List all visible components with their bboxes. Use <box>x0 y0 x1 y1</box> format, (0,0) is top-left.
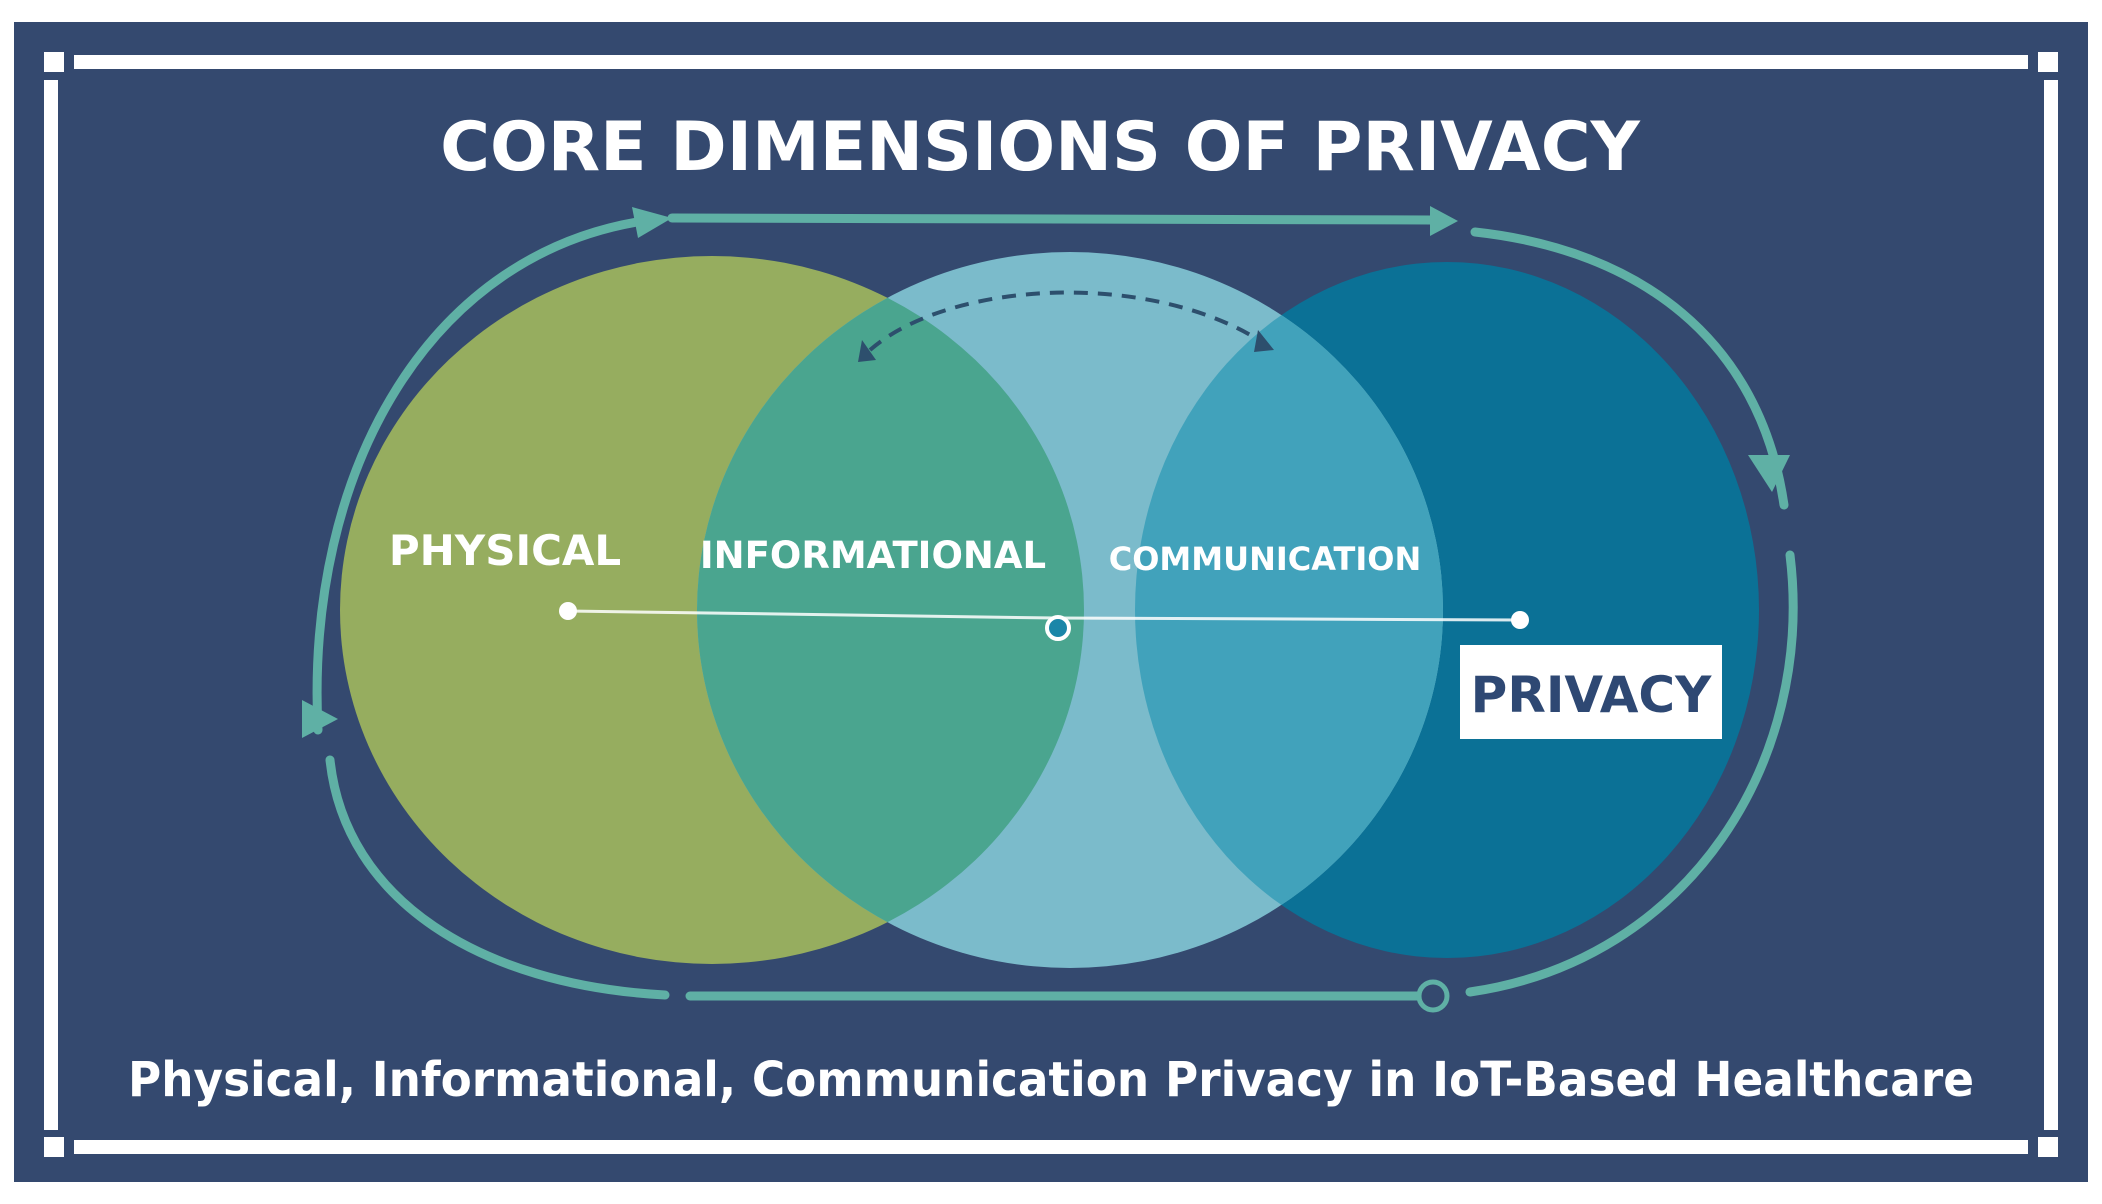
connector-start-dot <box>559 602 577 620</box>
decorative-frame <box>44 52 2058 1157</box>
diagram-caption: Physical, Informational, Communication P… <box>128 1052 1974 1108</box>
physical-informational-overlap <box>697 256 1084 964</box>
top-left-arc <box>312 215 655 735</box>
arrowhead-icon <box>632 207 672 238</box>
dashed-arrowhead-icon <box>858 340 876 362</box>
arrowhead-icon <box>1748 455 1790 492</box>
arrowhead-icon <box>302 700 338 738</box>
arrowhead-icon <box>1430 206 1458 236</box>
dashed-arc <box>868 290 1264 352</box>
informational-communication-overlap <box>1135 262 1443 958</box>
communication-label: COMMUNICATION <box>1109 540 1422 578</box>
bottom-left-arc <box>325 755 670 1000</box>
cycle-node-icon <box>1416 979 1450 1013</box>
top-center-line <box>667 213 1437 225</box>
top-right-arc <box>1470 227 1789 510</box>
arrowheads <box>302 206 1790 738</box>
right-arc <box>1465 550 1798 997</box>
center-node-icon <box>1045 615 1071 641</box>
dashed-arrowhead-icon <box>1254 330 1274 352</box>
privacy-badge-label: PRIVACY <box>1471 666 1712 724</box>
cycle-arrows <box>312 213 1798 1001</box>
diagram-title: CORE DIMENSIONS OF PRIVACY <box>440 108 1641 187</box>
informational-label: INFORMATIONAL <box>700 534 1046 577</box>
physical-label: PHYSICAL <box>389 526 621 575</box>
privacy-badge <box>1460 645 1722 739</box>
connector-end-dot <box>1511 611 1529 629</box>
